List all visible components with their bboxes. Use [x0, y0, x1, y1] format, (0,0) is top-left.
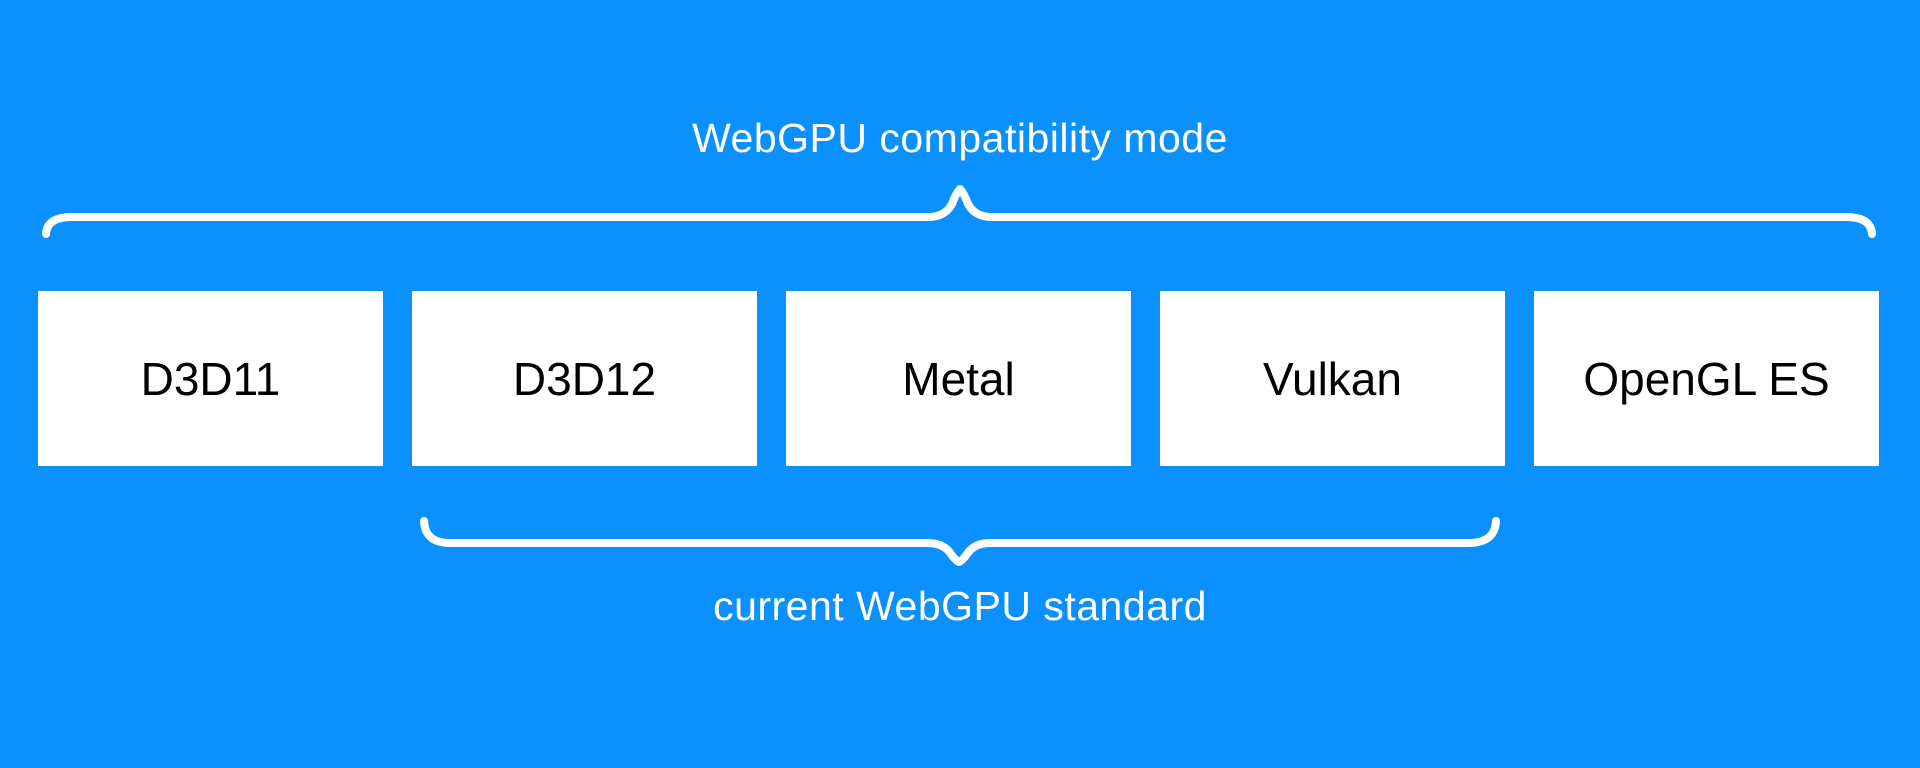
api-box-label: D3D11 — [140, 352, 281, 405]
top-brace-path — [42, 185, 1876, 238]
api-box-opengl-es: OpenGL ES — [1534, 291, 1879, 466]
api-box-d3d12: D3D12 — [412, 291, 757, 466]
api-box-metal: Metal — [786, 291, 1131, 466]
top-brace — [42, 185, 1876, 238]
bottom-brace-path — [420, 517, 1500, 566]
api-box-label: OpenGL ES — [1583, 352, 1830, 405]
api-box-row: D3D11 D3D12 Metal Vulkan OpenGL ES — [38, 291, 1879, 466]
top-brace-label: WebGPU compatibility mode — [692, 115, 1228, 161]
api-box-label: Vulkan — [1263, 352, 1402, 405]
api-box-vulkan: Vulkan — [1160, 291, 1505, 466]
api-box-label: D3D12 — [512, 352, 657, 405]
api-box-label: Metal — [902, 352, 1015, 405]
bottom-brace — [420, 517, 1500, 566]
api-box-d3d11: D3D11 — [38, 291, 383, 466]
bottom-brace-label: current WebGPU standard — [713, 583, 1207, 629]
